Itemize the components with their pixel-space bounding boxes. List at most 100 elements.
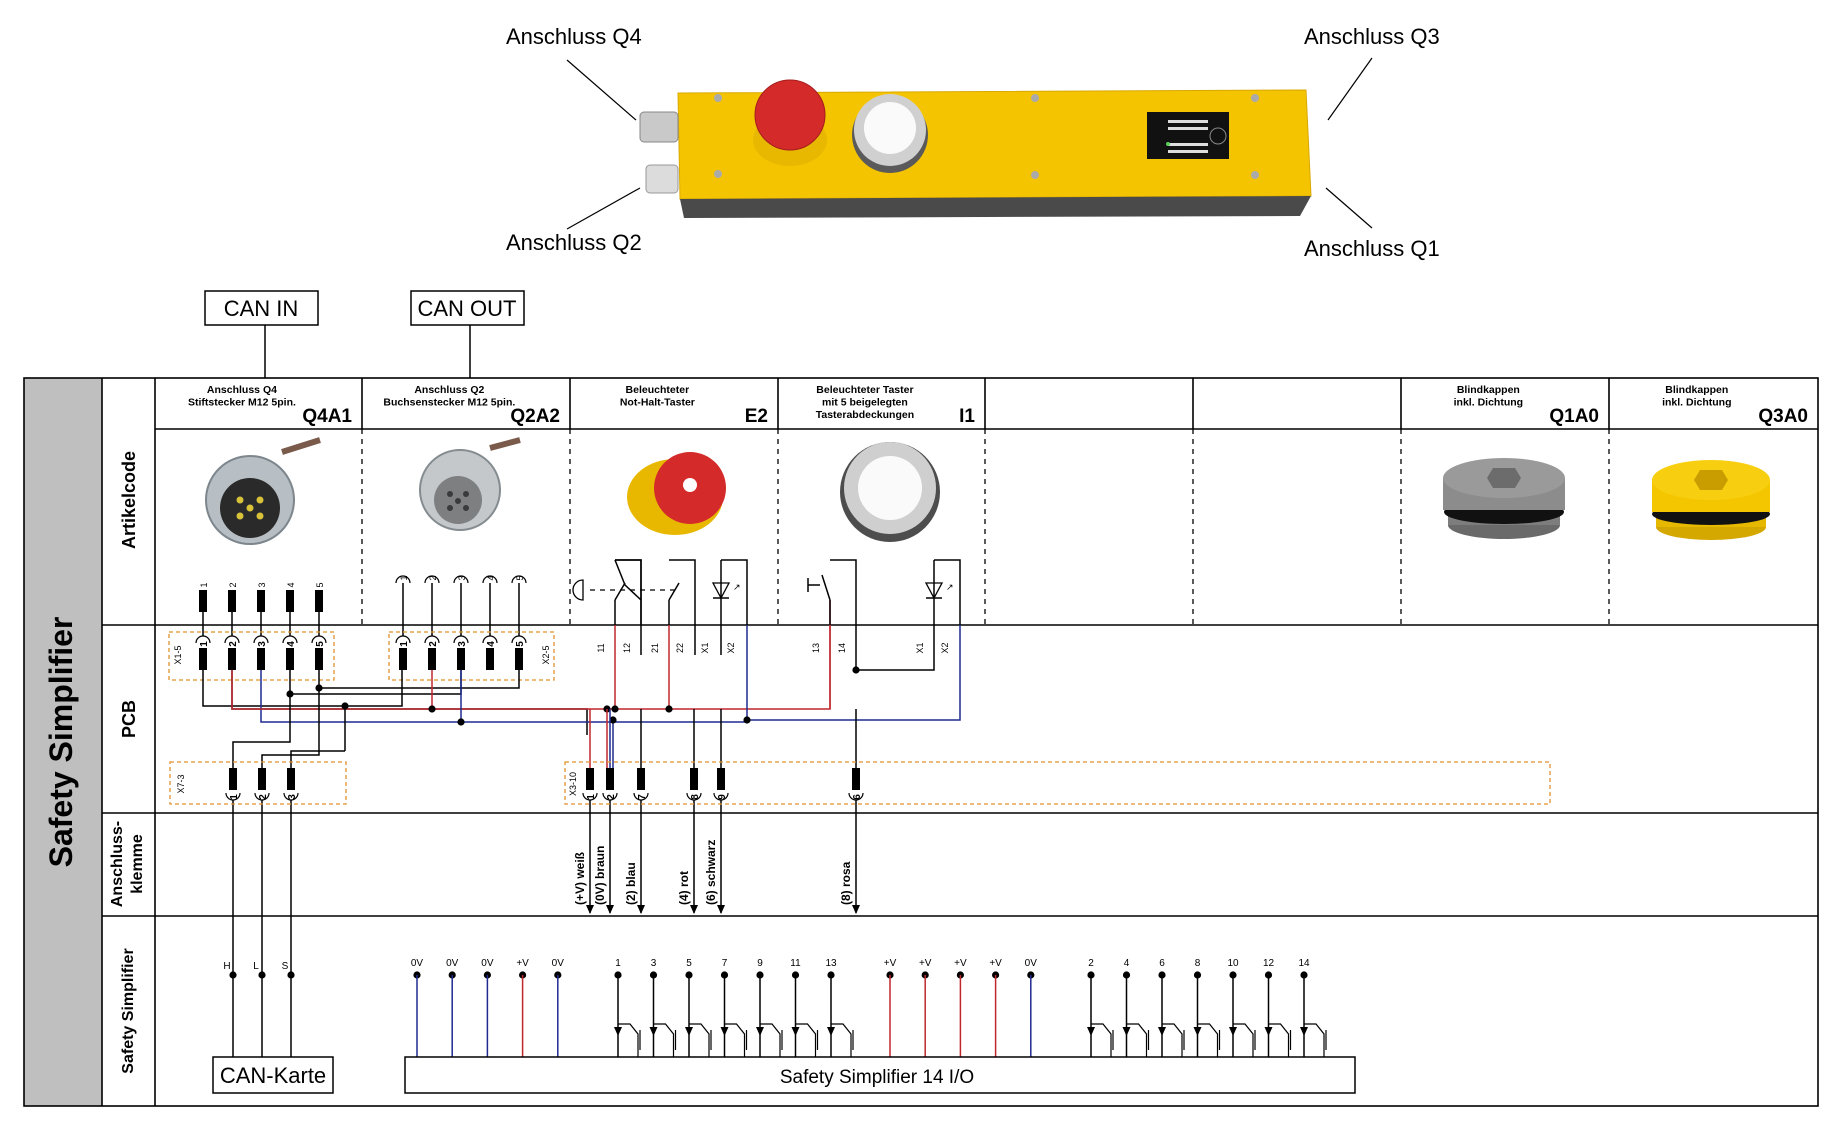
wire [232, 694, 291, 768]
transistor-icon [1268, 1023, 1290, 1057]
x2-connector-box [388, 631, 555, 681]
transistor-arrow-icon [827, 1027, 835, 1036]
transistor-icon [1126, 1023, 1148, 1057]
x3-pin-label: 7 [637, 794, 648, 800]
wire [747, 625, 961, 721]
q2-socket-icon [453, 575, 469, 584]
x1-plug-pin [257, 648, 265, 670]
can-in-label: CAN IN [224, 296, 299, 321]
q4-pin-label: 3 [257, 582, 267, 587]
q4-plug-pin [315, 590, 323, 612]
arrow-down-icon [852, 905, 860, 914]
simplifier-io-label: Safety Simplifier 14 I/O [780, 1067, 974, 1088]
io-terminal-label: 13 [825, 958, 837, 969]
x1-pin-label: 3 [257, 641, 268, 647]
io-terminal-label: 10 [1227, 958, 1239, 969]
io-terminal-label: 6 [1159, 958, 1165, 969]
io-terminal-label: 3 [651, 958, 657, 969]
arrow-down-icon [586, 905, 594, 914]
wire [290, 750, 345, 768]
screw-icon [1251, 171, 1259, 179]
wire [856, 625, 935, 671]
transistor-icon [795, 1023, 817, 1057]
e2-contact-label: 22 [675, 643, 685, 653]
transistor-arrow-icon [791, 1027, 800, 1036]
column-desc: Anschluss Q2 [414, 384, 484, 396]
terminal-wire-label: (0V) braun [593, 846, 607, 905]
led-rays-icon: ↗ [733, 582, 741, 592]
column-desc: Beleuchteter Taster [816, 384, 913, 396]
transistor-arrow-icon [614, 1027, 622, 1036]
led-diode-icon [711, 582, 731, 600]
x2-plug-pin [515, 648, 523, 670]
terminal-wire-label: (4) rot [677, 871, 691, 905]
screw-icon [1031, 171, 1039, 179]
e2-contact-label: 12 [622, 643, 632, 653]
io-terminal-label: +V [516, 958, 529, 969]
x1-label: X1-5 [173, 645, 183, 664]
side-title-band [24, 378, 102, 1106]
x2-plug-pin [486, 648, 494, 670]
x7-plug-pin [258, 768, 266, 790]
q2-socket-icon [482, 575, 498, 584]
junction-dot [852, 666, 860, 674]
io-terminal-label: 9 [757, 958, 763, 969]
x1-plug-pin [286, 648, 294, 670]
x3-pin-label: 1 [586, 794, 597, 800]
x2-socket-icon [424, 635, 440, 644]
can-pin-label: L [253, 961, 259, 972]
estop-head-icon [572, 579, 584, 601]
x3-pin-label: 6 [852, 794, 863, 800]
i1-contact-label: X2 [940, 642, 950, 653]
x3-plug-pin [690, 768, 698, 790]
x7-pin-label: 1 [229, 794, 240, 800]
x2-pin-label: 1 [399, 641, 410, 647]
led-diode-icon [924, 582, 944, 600]
row-label-klemme-2: klemme [129, 834, 146, 894]
screw-icon [1031, 94, 1039, 102]
wire [318, 670, 520, 689]
x3-pin-label: 8 [690, 794, 701, 800]
io-terminal-label: 14 [1298, 958, 1310, 969]
i1-contact-label: 14 [837, 643, 847, 653]
x7-label: X7-3 [176, 774, 186, 793]
transistor-icon [1197, 1023, 1219, 1057]
io-terminal-label: 0V [552, 958, 565, 969]
q4-plug-pin [286, 590, 294, 612]
io-terminal-label: 1 [615, 958, 621, 969]
column-code: I1 [959, 406, 975, 427]
column-code: Q2A2 [510, 406, 560, 427]
blind-cap-yellow-image [1652, 460, 1770, 540]
io-terminal-label: 11 [790, 958, 801, 969]
x1-pin-label: 1 [199, 641, 210, 647]
x3-plug-pin [606, 768, 614, 790]
can-out-label: CAN OUT [418, 296, 517, 321]
q4-plug-pin [257, 590, 265, 612]
transistor-icon [689, 1023, 710, 1057]
io-terminal-label: +V [884, 958, 897, 969]
io-terminal-label: 0V [446, 958, 459, 969]
io-terminal-label: 12 [1263, 958, 1275, 969]
junction-dot [611, 705, 619, 713]
column-desc: Anschluss Q4 [207, 384, 277, 396]
junction-dot [743, 716, 751, 724]
x1-socket-icon [195, 635, 211, 644]
i1-contact-label: X1 [915, 642, 925, 653]
m12-male-connector-image [205, 437, 321, 545]
transistor-icon [1091, 1023, 1112, 1057]
transistor-icon [760, 1023, 781, 1057]
x3-connector-box [564, 761, 1551, 805]
wire [721, 559, 748, 625]
column-desc: Blindkappen [1457, 384, 1520, 396]
junction-dot [428, 705, 436, 713]
x2-plug-pin [399, 648, 407, 670]
io-terminal-label: 0V [411, 958, 424, 969]
blind-cap-grey-image [1443, 458, 1565, 539]
e2-contact-label: X1 [700, 642, 710, 653]
x3-pin-label: 9 [717, 794, 728, 800]
io-terminal-label: 0V [481, 958, 494, 969]
io-terminal-label: 8 [1195, 958, 1201, 969]
column-desc: Stiftstecker M12 5pin. [188, 397, 296, 409]
